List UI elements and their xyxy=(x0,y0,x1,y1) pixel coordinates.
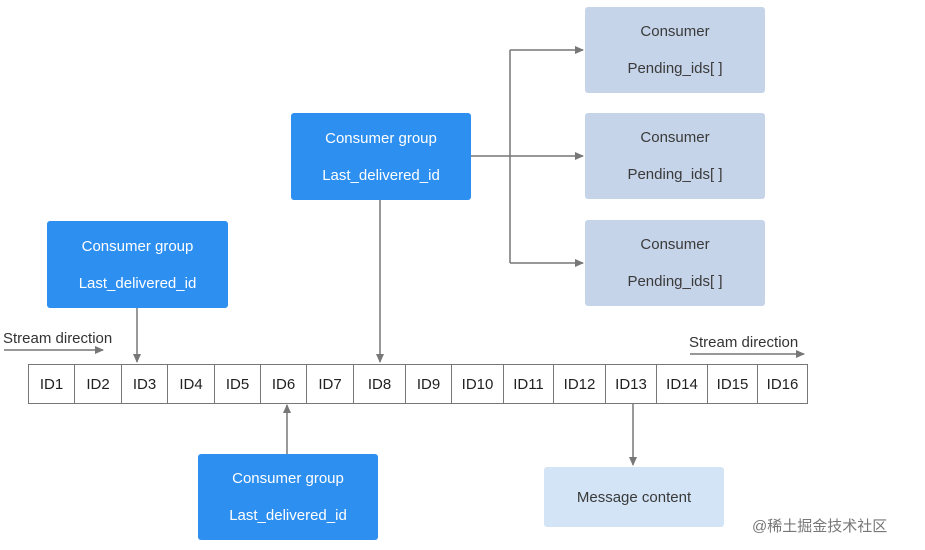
stream-id-cell: ID13 xyxy=(606,365,657,403)
consumer-group-field: Last_delivered_id xyxy=(322,166,440,184)
consumer-title: Consumer xyxy=(640,236,710,253)
stream-id-cell: ID8 xyxy=(354,365,406,403)
consumer-group-left: Consumer group Last_delivered_id xyxy=(47,221,228,308)
stream-id-cell: ID14 xyxy=(657,365,708,403)
consumer-group-bottom: Consumer group Last_delivered_id xyxy=(198,454,378,540)
stream-id-cell: ID6 xyxy=(261,365,307,403)
consumer-group-field: Last_delivered_id xyxy=(78,274,197,292)
consumer-group-title: Consumer group xyxy=(232,470,344,487)
stream-id-cell: ID9 xyxy=(406,365,452,403)
stream-id-cell: ID2 xyxy=(75,365,122,403)
stream-id-cell: ID4 xyxy=(168,365,215,403)
stream-id-cell: ID16 xyxy=(758,365,808,403)
stream-id-cell: ID5 xyxy=(215,365,261,403)
stream-id-cell: ID12 xyxy=(554,365,606,403)
consumer-group-title: Consumer group xyxy=(81,237,194,255)
stream-id-cell: ID11 xyxy=(504,365,554,403)
consumer-group-field: Last_delivered_id xyxy=(229,507,347,524)
stream-id-cell: ID10 xyxy=(452,365,504,403)
message-content-box: Message content xyxy=(544,467,724,527)
consumer-pending-ids: Pending_ids[ ] xyxy=(627,60,723,77)
stream-id-cell: ID7 xyxy=(307,365,354,403)
watermark: @稀土掘金技术社区 xyxy=(752,518,888,535)
stream-id-cell: ID15 xyxy=(708,365,758,403)
consumer-pending-ids: Pending_ids[ ] xyxy=(627,166,723,183)
consumer-group-top: Consumer group Last_delivered_id xyxy=(291,113,471,200)
consumer-1: Consumer Pending_ids[ ] xyxy=(585,7,765,93)
message-content-label: Message content xyxy=(576,488,692,506)
stream-direction-label-left: Stream direction xyxy=(3,330,113,347)
stream-id-row: ID1 ID2 ID3 ID4 ID5 ID6 ID7 ID8 ID9 ID10… xyxy=(28,364,808,404)
consumer-3: Consumer Pending_ids[ ] xyxy=(585,220,765,306)
consumer-pending-ids: Pending_ids[ ] xyxy=(627,273,723,290)
consumer-2: Consumer Pending_ids[ ] xyxy=(585,113,765,199)
consumer-title: Consumer xyxy=(640,23,710,40)
stream-id-cell: ID3 xyxy=(122,365,168,403)
stream-id-cell: ID1 xyxy=(29,365,75,403)
consumer-group-title: Consumer group xyxy=(325,129,437,147)
consumer-title: Consumer xyxy=(640,129,710,146)
stream-direction-label-right: Stream direction xyxy=(689,334,799,351)
